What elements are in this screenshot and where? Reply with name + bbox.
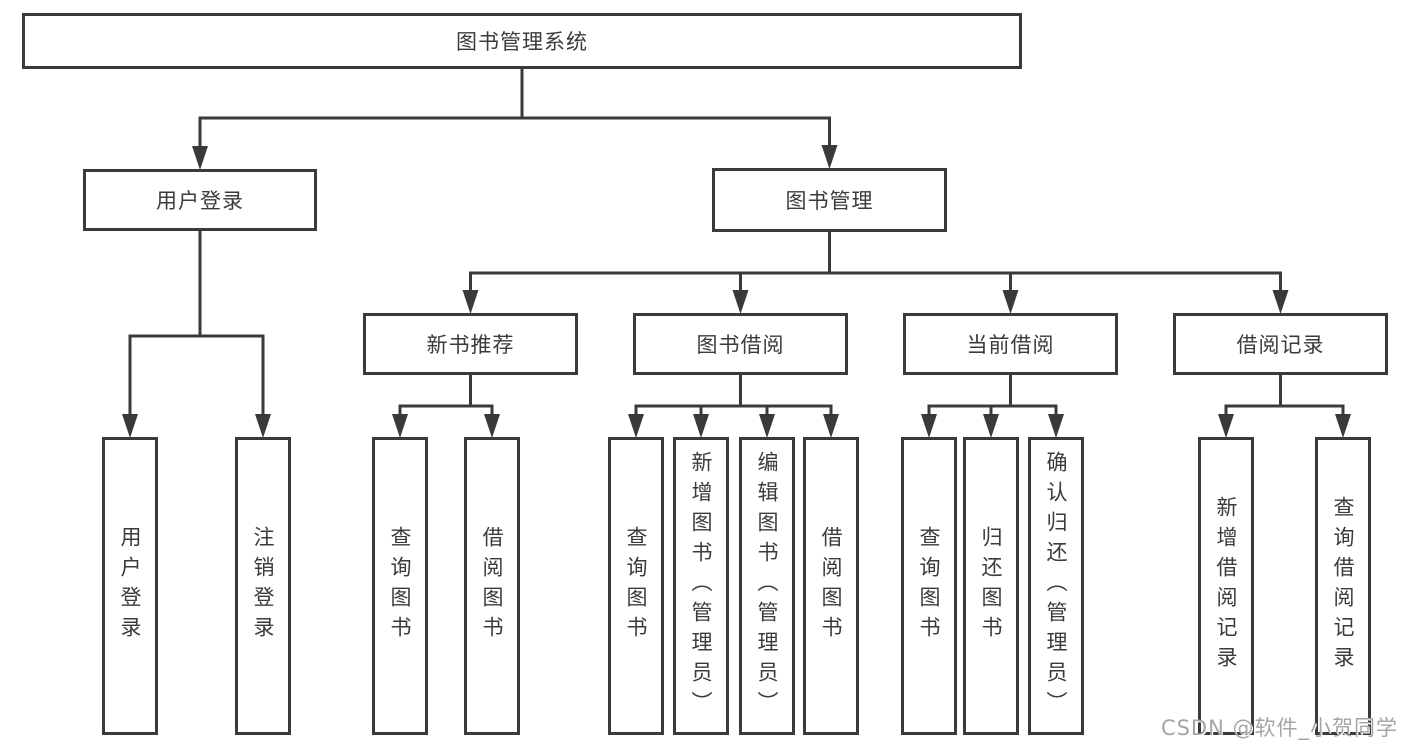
node-leaf-add-borrow-record: 新增借阅记录	[1198, 437, 1254, 735]
arrowhead-icon	[921, 414, 937, 438]
arrowhead-icon	[693, 414, 709, 438]
node-label: 借阅记录	[1236, 333, 1325, 357]
node-leaf-user-login: 用户登录	[102, 437, 158, 735]
node-book-management: 图书管理	[712, 168, 947, 232]
node-label: 借阅图书	[480, 526, 504, 646]
arrowhead-icon	[122, 414, 138, 438]
node-leaf-return-books: 归还图书	[963, 437, 1019, 735]
arrowhead-icon	[983, 414, 999, 438]
arrowhead-icon	[1048, 414, 1064, 438]
node-leaf-confirm-return: 确认归还（管理员）	[1028, 437, 1084, 735]
node-label: 图书管理	[785, 189, 874, 213]
arrowhead-icon	[255, 414, 271, 438]
arrowhead-icon	[392, 414, 408, 438]
node-root: 图书管理系统	[22, 13, 1022, 69]
arrowhead-icon	[759, 414, 775, 438]
node-label: 图书管理系统	[456, 30, 588, 54]
node-leaf-edit-books: 编辑图书（管理员）	[739, 437, 795, 735]
node-label: 新增图书（管理员）	[689, 451, 713, 721]
node-label: 注销登录	[251, 526, 275, 646]
node-label: 用户登录	[118, 526, 142, 646]
node-label: 归还图书	[979, 526, 1003, 646]
node-book-borrowing: 图书借阅	[633, 313, 848, 375]
arrowhead-icon	[732, 290, 749, 314]
node-label: 查询借阅记录	[1331, 496, 1355, 676]
node-label: 编辑图书（管理员）	[755, 451, 779, 721]
node-label: 图书借阅	[696, 333, 785, 357]
node-new-book-recommend: 新书推荐	[363, 313, 578, 375]
node-leaf-borrow-books-1: 借阅图书	[464, 437, 520, 735]
node-leaf-logout: 注销登录	[235, 437, 291, 735]
watermark: CSDN @软件_小贺同学	[1160, 716, 1398, 740]
node-leaf-add-books: 新增图书（管理员）	[673, 437, 729, 735]
arrowhead-icon	[821, 145, 838, 169]
node-leaf-borrow-books-2: 借阅图书	[803, 437, 859, 735]
arrowhead-icon	[823, 414, 839, 438]
arrowhead-icon	[192, 146, 208, 170]
node-label: 用户登录	[156, 189, 244, 213]
arrowhead-icon	[1272, 290, 1289, 314]
node-leaf-query-borrow-record: 查询借阅记录	[1315, 437, 1371, 735]
node-leaf-query-books-2: 查询图书	[608, 437, 664, 735]
arrowhead-icon	[462, 290, 479, 314]
node-label: 查询图书	[917, 526, 941, 646]
node-label: 查询图书	[388, 526, 412, 646]
node-current-borrowing: 当前借阅	[903, 313, 1118, 375]
node-label: 新增借阅记录	[1214, 496, 1238, 676]
node-label: 当前借阅	[966, 333, 1055, 357]
arrowhead-icon	[484, 414, 500, 438]
node-label: 新书推荐	[426, 333, 515, 357]
node-leaf-query-books-3: 查询图书	[901, 437, 957, 735]
arrowhead-icon	[1218, 414, 1234, 438]
node-leaf-query-books-1: 查询图书	[372, 437, 428, 735]
node-borrowing-records: 借阅记录	[1173, 313, 1388, 375]
arrowhead-icon	[1335, 414, 1351, 438]
node-label: 查询图书	[624, 526, 648, 646]
arrowhead-icon	[1002, 290, 1019, 314]
node-user-login: 用户登录	[83, 169, 317, 231]
node-label: 确认归还（管理员）	[1044, 451, 1068, 721]
arrowhead-icon	[628, 414, 644, 438]
node-label: 借阅图书	[819, 526, 843, 646]
